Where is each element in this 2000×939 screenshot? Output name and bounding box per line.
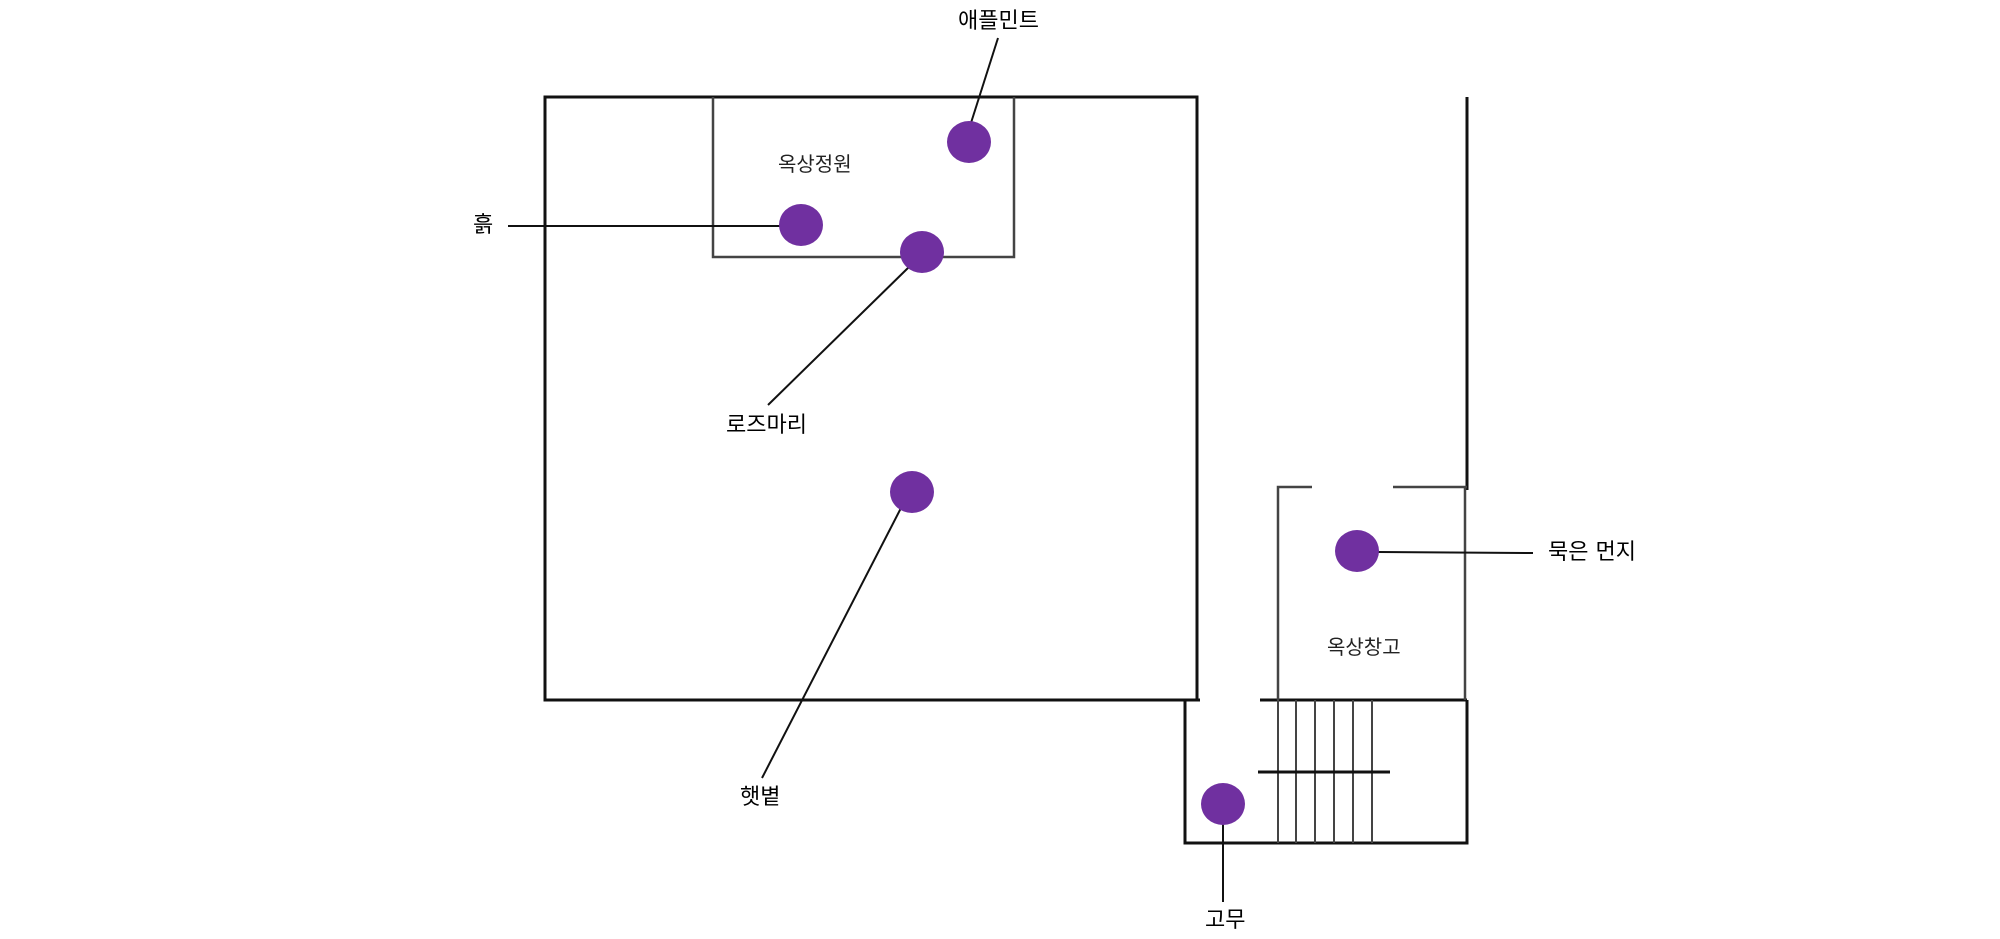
applemint-label: 애플민트 — [958, 9, 1039, 34]
soil-marker — [779, 204, 823, 246]
rosemary-leader — [767, 265, 911, 406]
sunlight-label: 햇볕 — [740, 785, 780, 810]
rubber-marker — [1201, 783, 1245, 825]
rubber-label: 고무 — [1205, 908, 1245, 933]
outer-wall-main — [543, 95, 1200, 702]
callouts: 애플민트 흙 로즈마리 햇볕 묵은 먼지 고무 — [473, 9, 1636, 933]
dust-marker — [1335, 530, 1379, 572]
storage-room: 옥상창고 — [1276, 485, 1467, 700]
garden-room: 옥상정원 — [711, 97, 1016, 259]
garden-room-label: 옥상정원 — [778, 152, 852, 176]
stairwell-wall — [1183, 700, 1469, 845]
dust-label: 묵은 먼지 — [1548, 540, 1636, 565]
storage-room-label: 옥상창고 — [1327, 635, 1401, 659]
applemint-leader — [969, 37, 999, 127]
outer-walls — [543, 95, 1469, 845]
rosemary-label: 로즈마리 — [726, 413, 807, 438]
garden-room-walls — [711, 97, 1016, 259]
soil-label: 흙 — [473, 213, 493, 238]
storage-room-wall-left — [1276, 485, 1312, 700]
dust-leader — [1377, 551, 1534, 554]
rosemary-marker — [900, 231, 944, 273]
sunlight-leader — [761, 505, 903, 779]
sunlight-marker — [890, 471, 934, 513]
applemint-marker — [947, 121, 991, 163]
staircase — [1258, 700, 1390, 843]
